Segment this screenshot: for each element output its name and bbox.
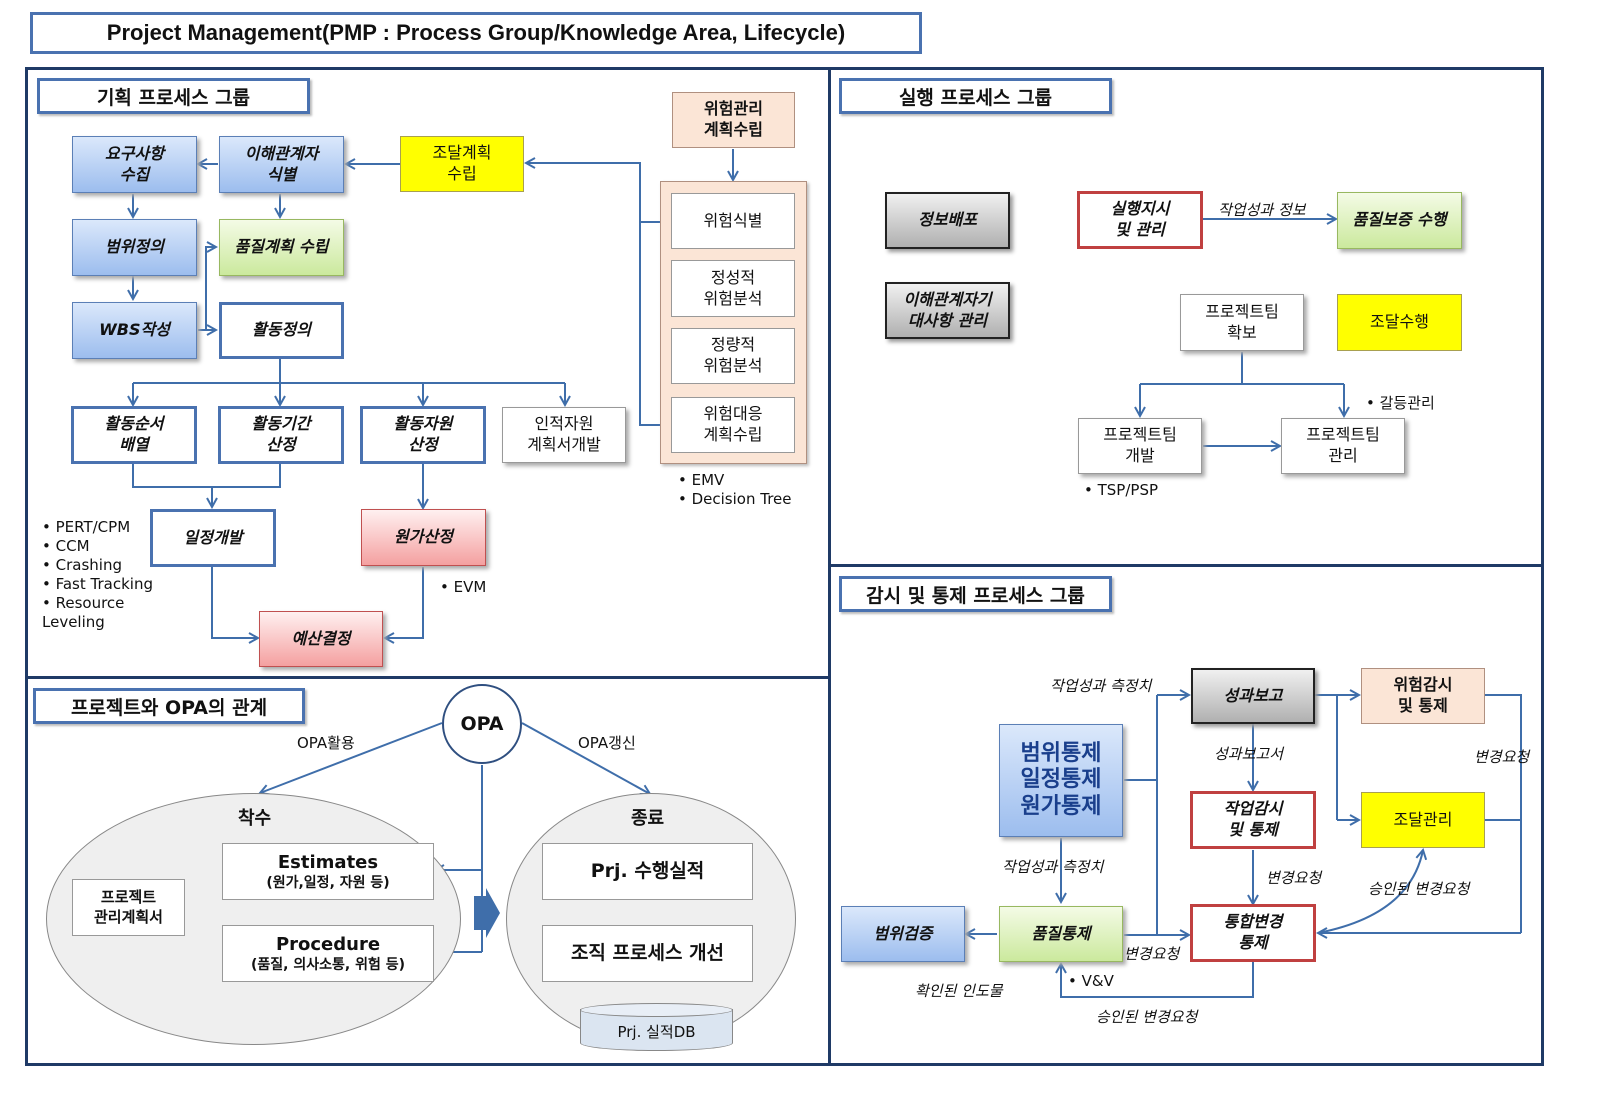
risk-plan-box[interactable]: 위험관리 계획수립 bbox=[672, 92, 795, 148]
change-control-box[interactable]: 통합변경 통제 bbox=[1190, 904, 1316, 962]
schedule-box[interactable]: 일정개발 bbox=[150, 509, 276, 567]
risk-step-response[interactable]: 위험대응 계획수립 bbox=[671, 397, 795, 453]
budget-box[interactable]: 예산결정 bbox=[259, 611, 383, 667]
arrow-opa-use bbox=[260, 722, 443, 793]
estimates-title: Estimates bbox=[277, 851, 379, 873]
performance-box[interactable]: Prj. 수행실적 bbox=[542, 843, 753, 900]
verified-label: 확인된 인도물 bbox=[915, 982, 1003, 1000]
hr-plan-box[interactable]: 인적자원 계획서개발 bbox=[502, 407, 626, 463]
arrow-to-schedule bbox=[132, 464, 281, 507]
quality-control-box[interactable]: 품질통제 bbox=[999, 906, 1123, 962]
opa-circle[interactable]: OPA bbox=[442, 684, 522, 764]
risk-monitor-box[interactable]: 위험감시 및 통제 bbox=[1361, 668, 1485, 724]
develop-team-box[interactable]: 프로젝트팀 개발 bbox=[1078, 418, 1202, 474]
execution-section-title: 실행 프로세스 그룹 bbox=[839, 78, 1112, 114]
initiation-label: 착수 bbox=[238, 808, 272, 829]
change-req-label-mid: 변경요청 bbox=[1266, 869, 1322, 887]
controls-box[interactable]: 범위통제 일정통제 원가통제 bbox=[999, 724, 1123, 837]
closing-label: 종료 bbox=[631, 808, 665, 829]
cost-box[interactable]: 원가산정 bbox=[361, 509, 486, 566]
line-activity-branch bbox=[133, 358, 565, 384]
arrow-cost-to-budget bbox=[385, 567, 424, 638]
arrow-approved-curve bbox=[1317, 850, 1423, 934]
risk-step-qualitative[interactable]: 정성적 위험분석 bbox=[671, 260, 795, 317]
resource-box[interactable]: 활동자원 산정 bbox=[360, 406, 486, 464]
perf-report-box[interactable]: 성과보고 bbox=[1191, 668, 1315, 724]
requirements-box[interactable]: 요구사항 수집 bbox=[72, 136, 197, 193]
planning-section-title: 기획 프로세스 그룹 bbox=[37, 78, 310, 114]
quality-plan-box[interactable]: 품질계획 수립 bbox=[219, 219, 344, 276]
change-req-label-bottom: 변경요청 bbox=[1124, 945, 1180, 963]
vv-note: • V&V bbox=[1068, 972, 1114, 990]
conflict-note: • 갈등관리 bbox=[1366, 394, 1435, 412]
db-label: Prj. 실적DB bbox=[617, 1023, 696, 1042]
manage-team-box[interactable]: 프로젝트팀 관리 bbox=[1281, 418, 1405, 474]
line-right-loop bbox=[1485, 694, 1522, 933]
procurement-exec-box[interactable]: 조달수행 bbox=[1337, 294, 1462, 351]
arrow-wbs-to-quality bbox=[198, 247, 216, 331]
schedule-notes: • PERT/CPM • CCM • Crashing • Fast Track… bbox=[42, 518, 153, 631]
arrow-schedule-to-budget bbox=[211, 567, 258, 638]
duration-box[interactable]: 활동기간 산정 bbox=[218, 406, 344, 464]
opa-section-title: 프로젝트와 OPA의 관계 bbox=[33, 688, 305, 724]
proc-admin-box[interactable]: 조달관리 bbox=[1361, 792, 1485, 848]
approved-label-right: 승인된 변경요청 bbox=[1368, 880, 1470, 898]
work-monitor-box[interactable]: 작업감시 및 통제 bbox=[1190, 791, 1316, 849]
tsp-note: • TSP/PSP bbox=[1084, 481, 1159, 499]
procedure-box[interactable]: Procedure (품질, 의사소통, 위험 등) bbox=[222, 925, 434, 982]
info-dist-box[interactable]: 정보배포 bbox=[885, 192, 1010, 249]
change-req-label-right: 변경요청 bbox=[1474, 748, 1530, 766]
opa-update-label: OPA갱신 bbox=[578, 734, 636, 752]
arrow-risk-to-procure bbox=[526, 163, 670, 223]
scope-box[interactable]: 범위정의 bbox=[72, 219, 197, 276]
risk-step-quantitative[interactable]: 정량적 위험분석 bbox=[671, 328, 795, 384]
improvement-box[interactable]: 조직 프로세스 개선 bbox=[542, 925, 753, 982]
estimates-subtitle: (원가,일정, 자원 등) bbox=[266, 875, 390, 892]
measure-label-top: 작업성과 측정치 bbox=[1050, 677, 1152, 695]
work-info-label: 작업성과 정보 bbox=[1218, 201, 1306, 219]
activity-def-box[interactable]: 활동정의 bbox=[219, 302, 344, 359]
line-report-branch bbox=[1315, 694, 1338, 820]
line-controls-trunk bbox=[1124, 695, 1158, 935]
risk-notes: • EMV • Decision Tree bbox=[678, 471, 792, 508]
cost-notes: • EVM bbox=[440, 578, 487, 596]
risk-step-identify[interactable]: 위험식별 bbox=[671, 193, 795, 249]
procedure-subtitle: (품질, 의사소통, 위험 등) bbox=[251, 957, 405, 974]
measure-label-mid: 작업성과 측정치 bbox=[1002, 858, 1104, 876]
acquire-team-box[interactable]: 프로젝트팀 확보 bbox=[1180, 294, 1304, 351]
stakeholder-mgmt-box[interactable]: 이해관계자기 대사항 관리 bbox=[885, 282, 1010, 339]
wbs-box[interactable]: WBS작성 bbox=[72, 302, 197, 359]
frame-monitoring bbox=[828, 564, 1544, 1066]
procurement-plan-box[interactable]: 조달계획 수립 bbox=[400, 136, 524, 192]
scope-verify-box[interactable]: 범위검증 bbox=[841, 906, 965, 962]
db-cylinder[interactable]: Prj. 실적DB bbox=[580, 1003, 733, 1053]
line-team-branch bbox=[1140, 352, 1344, 385]
monitoring-section-title: 감시 및 통제 프로세스 그룹 bbox=[839, 576, 1112, 612]
report-label: 성과보고서 bbox=[1214, 745, 1284, 763]
opa-use-label: OPA활용 bbox=[297, 734, 355, 752]
qa-box[interactable]: 품질보증 수행 bbox=[1337, 192, 1462, 249]
flow-arrow-icon bbox=[474, 888, 500, 938]
pm-plan-box[interactable]: 프로젝트 관리계획서 bbox=[72, 879, 185, 936]
arrow-opa-update bbox=[521, 722, 650, 794]
arrow-change-to-quality bbox=[1061, 962, 1254, 998]
direct-manage-box[interactable]: 실행지시 및 관리 bbox=[1077, 191, 1203, 249]
stakeholder-id-box[interactable]: 이해관계자 식별 bbox=[219, 136, 344, 193]
page-title: Project Management(PMP : Process Group/K… bbox=[30, 12, 922, 54]
procedure-title: Procedure bbox=[275, 933, 381, 955]
estimates-box[interactable]: Estimates (원가,일정, 자원 등) bbox=[222, 843, 434, 900]
approved-label-bottom: 승인된 변경요청 bbox=[1096, 1008, 1198, 1026]
sequence-box[interactable]: 활동순서 배열 bbox=[71, 406, 197, 464]
